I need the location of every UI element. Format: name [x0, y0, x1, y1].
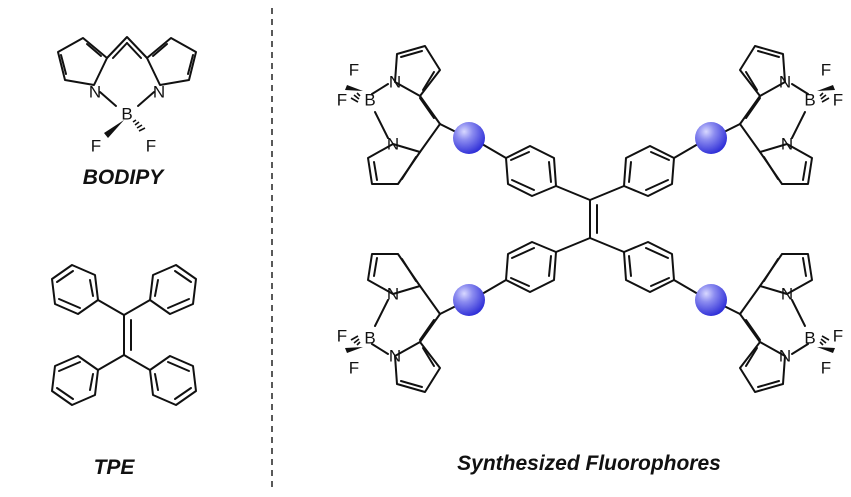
bodipy-upper-left: N N B F F	[337, 45, 441, 185]
bodipy-structure: N N B F F	[57, 36, 197, 156]
nitrogen-label: N	[387, 285, 399, 304]
bodipy-boron: B	[121, 105, 132, 124]
fluorophore-structure: N N B F F N N B F F	[337, 45, 843, 393]
nitrogen-label: N	[389, 347, 401, 366]
linker-sphere-upper-right	[695, 122, 727, 154]
tpe-structure	[51, 264, 197, 406]
fluorine-label: F	[821, 61, 831, 80]
nitrogen-label: N	[387, 135, 399, 154]
boron-label: B	[804, 91, 815, 110]
phenyl-lower-right	[623, 241, 675, 293]
phenyl-upper-left	[505, 145, 557, 197]
linker-sphere-upper-left	[453, 122, 485, 154]
boron-label: B	[364, 329, 375, 348]
bodipy-lower-right: N N B F F	[739, 253, 843, 393]
tpe-phenyl-bottom-right	[149, 355, 197, 406]
bodipy-n-left: N	[89, 83, 101, 102]
bodipy-upper-right: N N B F F	[739, 45, 843, 185]
fluorine-label: F	[833, 327, 843, 346]
nitrogen-label: N	[389, 73, 401, 92]
nitrogen-label: N	[781, 135, 793, 154]
fluorine-label: F	[337, 327, 347, 346]
linker-sphere-lower-left	[453, 284, 485, 316]
fluorophores-caption: Synthesized Fluorophores	[457, 452, 721, 475]
bodipy-fluorine-right: F	[146, 137, 156, 156]
tpe-phenyl-top-right	[149, 264, 197, 315]
phenyl-upper-right	[623, 145, 675, 197]
fluorine-label: F	[821, 359, 831, 378]
bodipy-n-right: N	[153, 83, 165, 102]
phenyl-lower-left	[505, 241, 557, 293]
tpe-phenyl-top-left	[51, 264, 99, 315]
tpe-phenyl-bottom-left	[51, 355, 99, 406]
boron-label: B	[804, 329, 815, 348]
tpe-caption: TPE	[94, 456, 136, 479]
fluorine-label: F	[349, 61, 359, 80]
fluorine-label: F	[337, 91, 347, 110]
bodipy-lower-left: N N B F F	[337, 253, 441, 393]
bodipy-fluorine-left: F	[91, 137, 101, 156]
linker-sphere-lower-right	[695, 284, 727, 316]
boron-label: B	[364, 91, 375, 110]
nitrogen-label: N	[779, 73, 791, 92]
fluorine-label: F	[833, 91, 843, 110]
bodipy-caption: BODIPY	[83, 166, 166, 189]
nitrogen-label: N	[779, 347, 791, 366]
fluorine-label: F	[349, 359, 359, 378]
nitrogen-label: N	[781, 285, 793, 304]
